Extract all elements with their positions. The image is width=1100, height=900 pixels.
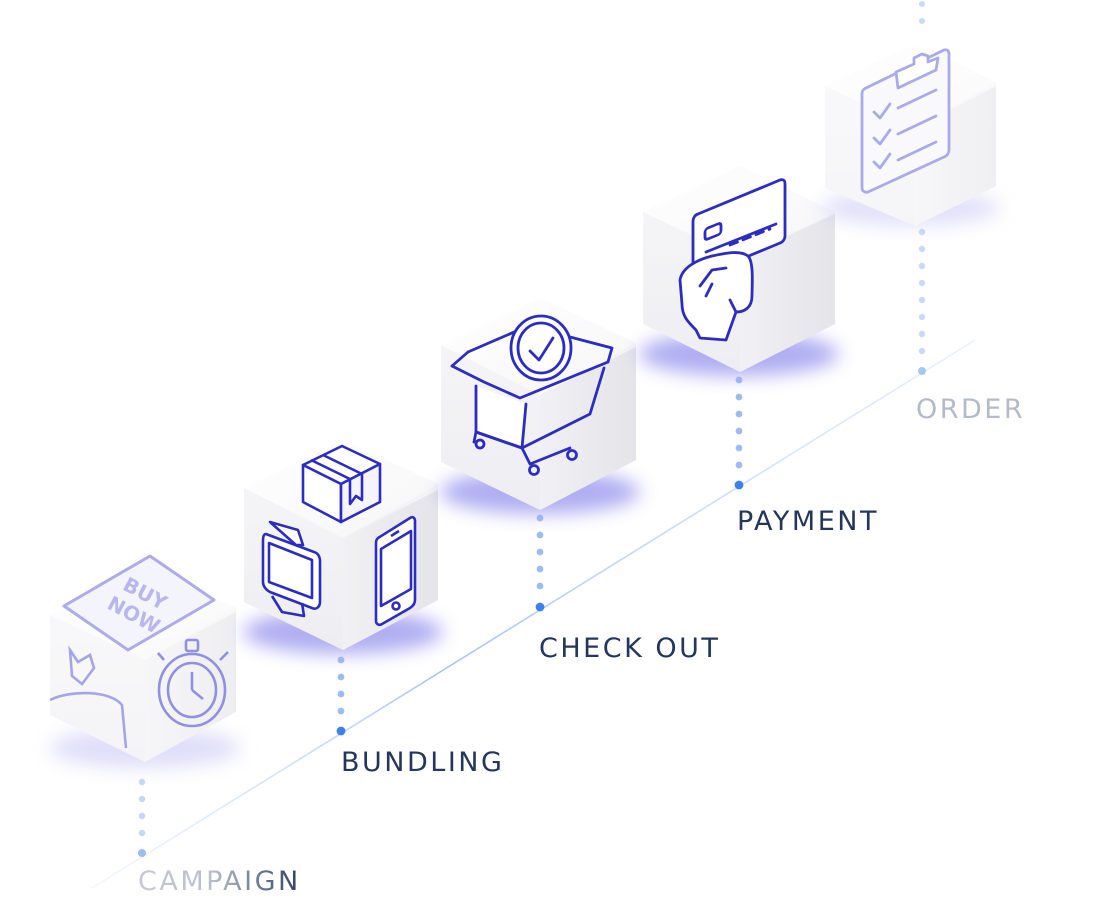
timeline-axis: [91, 339, 976, 889]
hand-credit-card-icon: [678, 178, 787, 342]
smartphone-icon: [374, 515, 417, 627]
stopwatch-icon: [157, 638, 229, 728]
connector-campaign: [138, 778, 146, 857]
cart-checkmark-icon: [450, 314, 614, 476]
buy-now-badge-icon: BUY NOW: [62, 554, 216, 652]
stage-label-checkout: CHECK OUT: [539, 633, 721, 664]
connector-checkout: [535, 514, 545, 612]
partial-hand-icon: [49, 645, 128, 749]
connector-payment: [734, 376, 744, 490]
package-box-icon: [301, 444, 382, 524]
stage-label-payment: PAYMENT: [737, 506, 879, 537]
connector-bundling: [336, 656, 346, 736]
clipboard-checklist-icon: [860, 48, 951, 194]
payment-cube: [639, 166, 839, 376]
stage-label-bundling: BUNDLING: [341, 747, 505, 778]
stage-label-campaign: CAMPAIGN: [138, 866, 301, 897]
campaign-cube: BUY NOW: [49, 554, 240, 768]
smartwatch-icon: [261, 520, 322, 618]
checkout-cube: [440, 298, 640, 514]
bundling-cube: [243, 440, 443, 654]
connector-order: [918, 1, 926, 375]
order-cube: [820, 44, 1000, 226]
stage-label-order: ORDER: [916, 394, 1026, 425]
